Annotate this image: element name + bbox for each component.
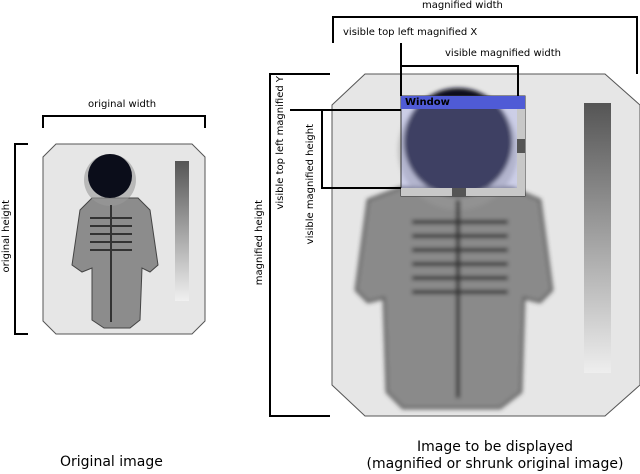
visible-top-left-x-label: visible top left magnified X: [343, 27, 478, 38]
visible-top-left-y-label: visible top left magnified Y: [275, 76, 286, 210]
figure-small: [71, 154, 159, 329]
gradient-bar-large: [584, 103, 611, 373]
original-image-caption: Original image: [60, 454, 163, 470]
window-title: Window: [405, 97, 450, 108]
original-image: [42, 143, 206, 335]
gradient-bar-small: [175, 161, 189, 301]
original-height-bracket: [14, 143, 28, 335]
original-width-label: original width: [88, 99, 157, 110]
displayed-image-caption-line1: Image to be displayed: [417, 439, 573, 455]
visible-width-label: visible magnified width: [445, 48, 562, 59]
displayed-image-caption-line2: (magnified or shrunk original image): [366, 456, 624, 472]
visible-width-bracket: [400, 65, 519, 96]
visible-height-bracket: [321, 109, 401, 189]
original-width-bracket: [42, 115, 206, 128]
magnified-height-label: magnified height: [254, 200, 265, 286]
window-title-bar: [401, 96, 525, 109]
original-height-label: original height: [1, 200, 12, 273]
window-scrollbar-thumb: [517, 139, 525, 153]
visible-height-label: visible magnified height: [305, 124, 316, 245]
figure-large: [354, 88, 554, 409]
displayed-image: [331, 73, 640, 417]
magnified-height-bracket: [269, 73, 330, 417]
window-hscrollbar-thumb: [452, 188, 466, 196]
magnified-width-label: magnified width: [422, 0, 503, 11]
magnified-width-bracket: [332, 16, 638, 74]
visible-window[interactable]: [400, 95, 526, 197]
